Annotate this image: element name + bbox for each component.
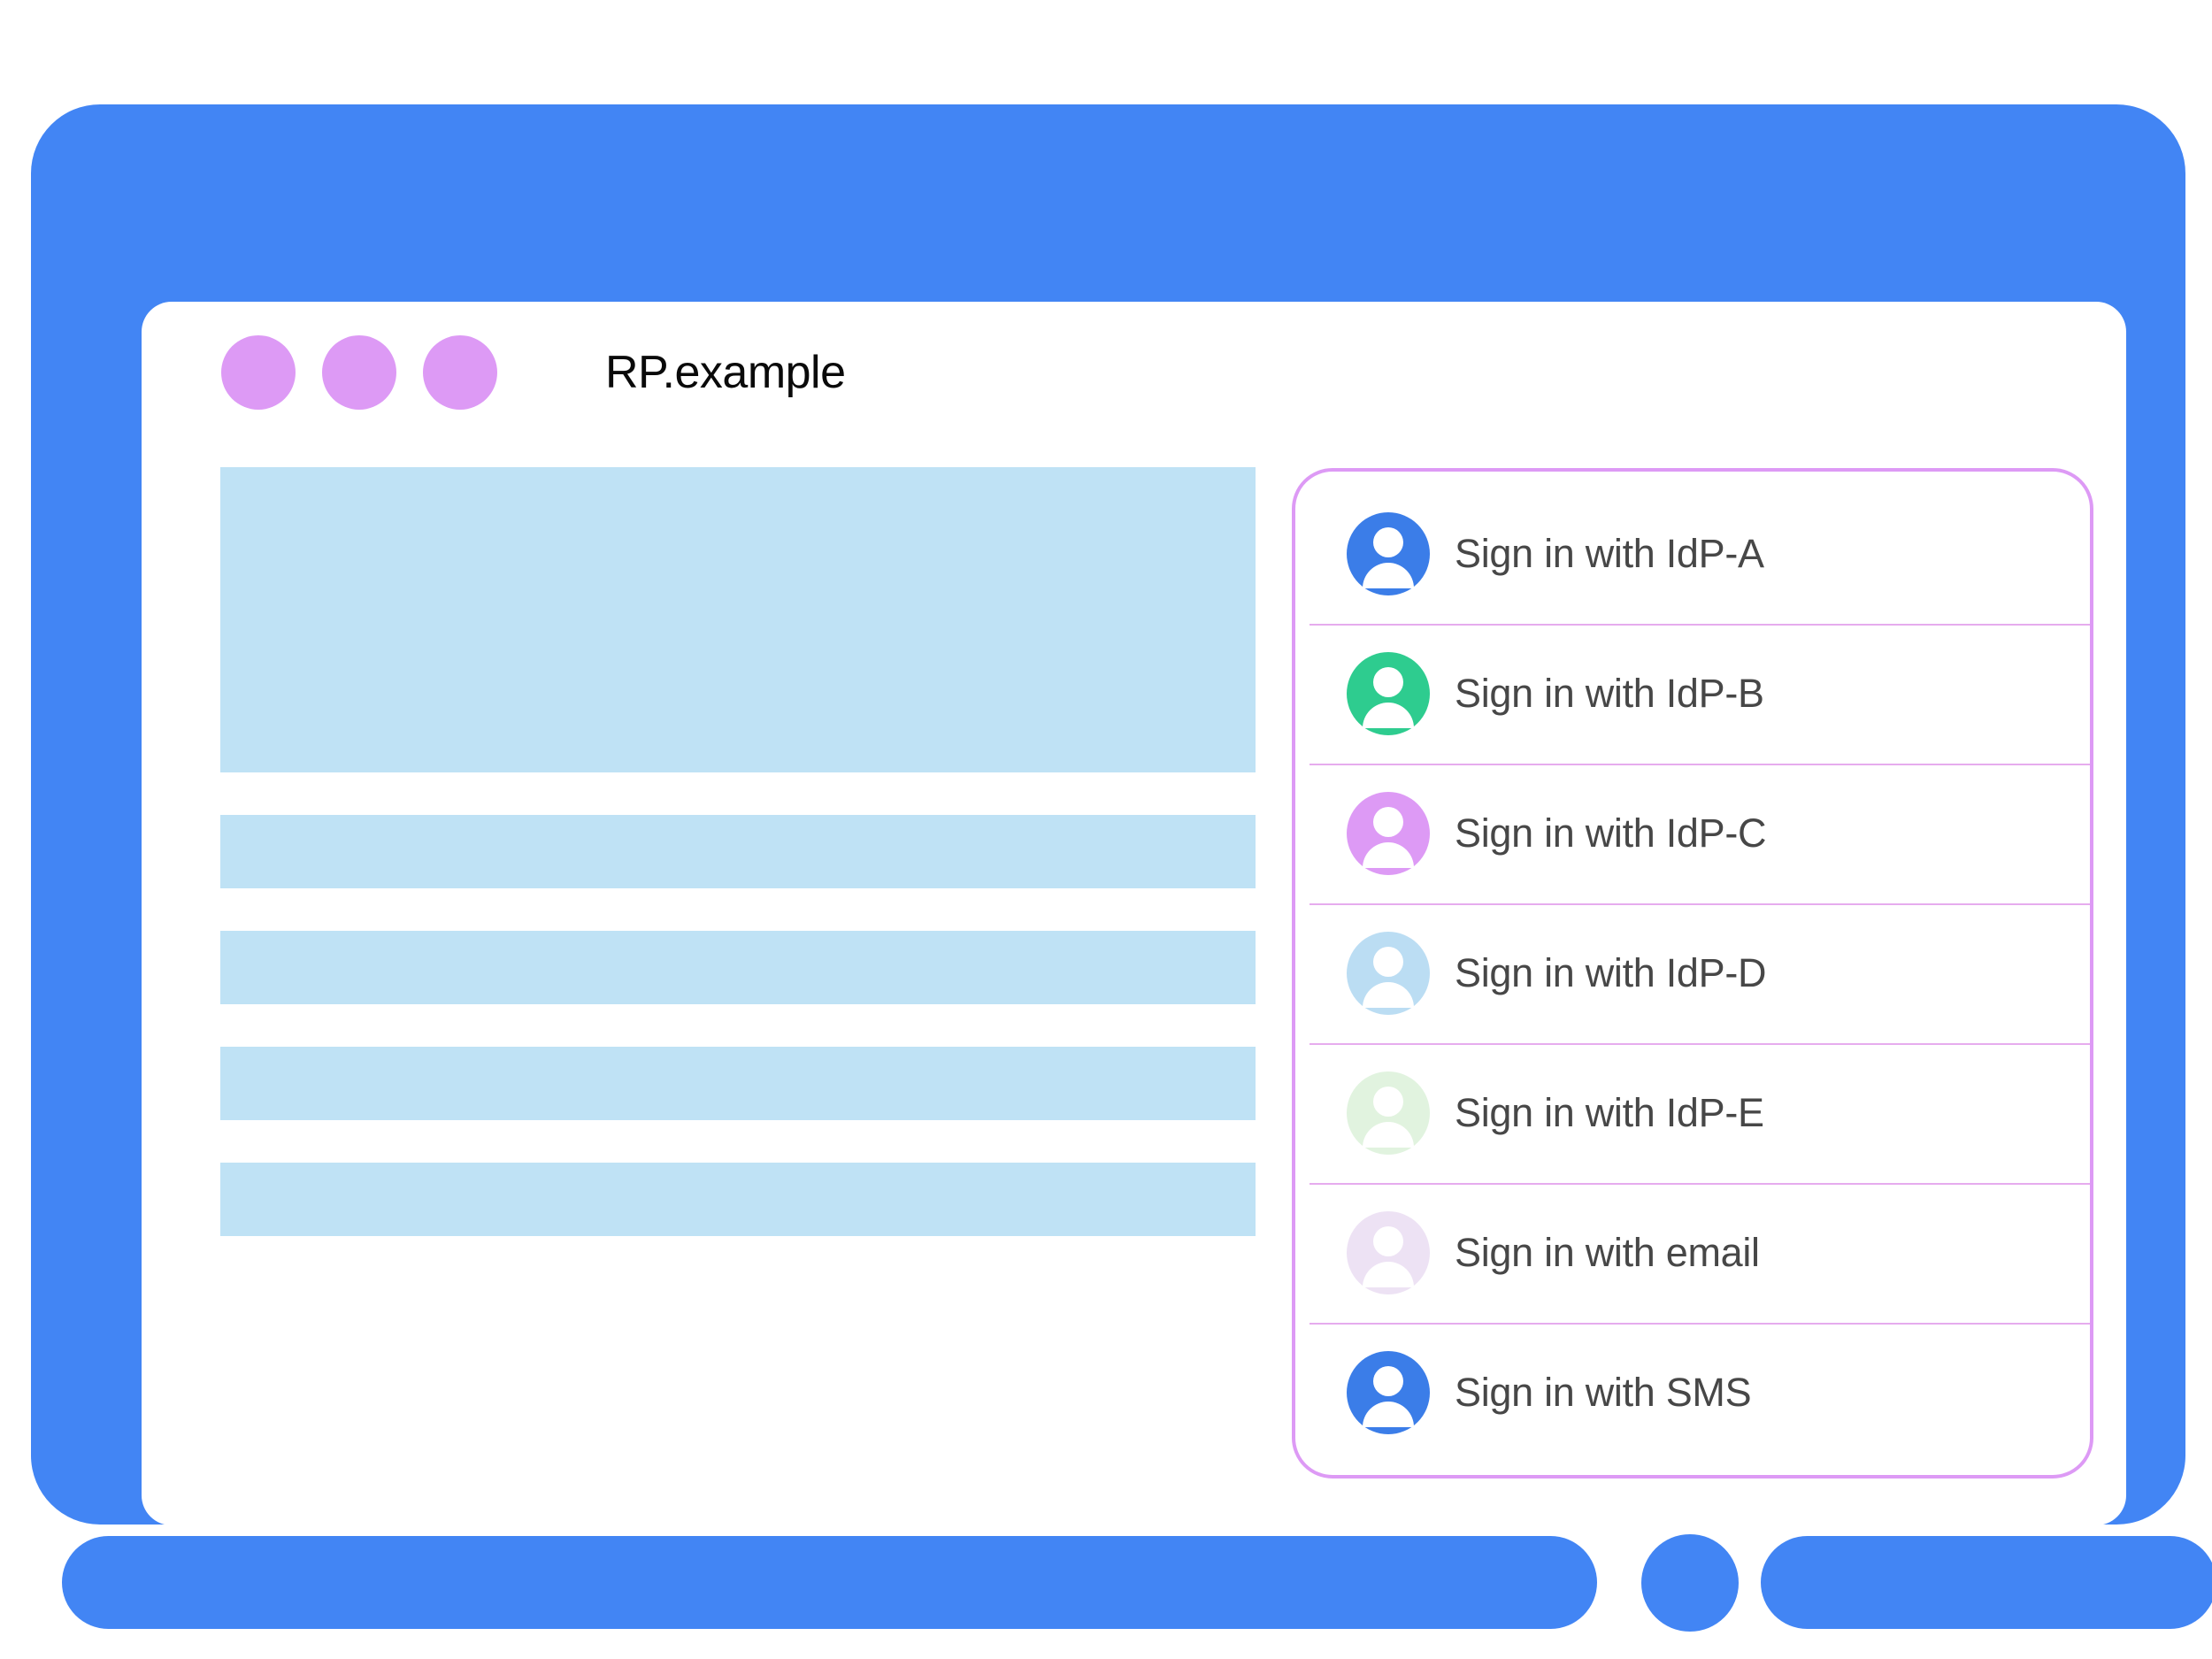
- avatar-body: [1363, 1402, 1414, 1427]
- avatar-head: [1373, 807, 1403, 837]
- page-content-placeholders: [220, 467, 1256, 1236]
- placeholder-text-line-4: [220, 1163, 1256, 1236]
- account-row[interactable]: Sign in with IdP-D: [1295, 903, 2090, 1043]
- account-label: Sign in with IdP-A: [1455, 531, 1764, 576]
- placeholder-text-line-2: [220, 931, 1256, 1004]
- bezel-bar-left: [62, 1536, 1597, 1629]
- avatar-body: [1363, 1122, 1414, 1148]
- page-title: RP.example: [605, 347, 846, 398]
- window-controls: [221, 335, 497, 410]
- account-label: Sign in with IdP-E: [1455, 1090, 1764, 1135]
- avatar-body: [1363, 1262, 1414, 1287]
- avatar-head: [1373, 947, 1403, 977]
- window-dot-maximize[interactable]: [423, 335, 497, 410]
- account-label: Sign in with SMS: [1455, 1370, 1752, 1415]
- account-avatar-icon: [1347, 652, 1430, 735]
- avatar-head: [1373, 1366, 1403, 1396]
- account-row[interactable]: Sign in with email: [1295, 1183, 2090, 1323]
- placeholder-text-line-3: [220, 1047, 1256, 1120]
- browser-title-bar: RP.example: [142, 302, 2126, 443]
- account-row[interactable]: Sign in with IdP-C: [1295, 764, 2090, 903]
- account-avatar-icon: [1347, 512, 1430, 595]
- account-label: Sign in with IdP-C: [1455, 810, 1767, 856]
- window-dot-close[interactable]: [221, 335, 296, 410]
- account-avatar-icon: [1347, 1211, 1430, 1294]
- account-row[interactable]: Sign in with IdP-B: [1295, 624, 2090, 764]
- avatar-head: [1373, 527, 1403, 557]
- account-label: Sign in with IdP-B: [1455, 671, 1764, 716]
- account-row[interactable]: Sign in with IdP-A: [1295, 484, 2090, 624]
- window-dot-minimize[interactable]: [322, 335, 396, 410]
- account-label: Sign in with IdP-D: [1455, 950, 1767, 995]
- account-row[interactable]: Sign in with IdP-E: [1295, 1043, 2090, 1183]
- account-avatar-icon: [1347, 1071, 1430, 1155]
- avatar-body: [1363, 563, 1414, 588]
- bezel-bar-right: [1761, 1536, 2212, 1629]
- account-avatar-icon: [1347, 1351, 1430, 1434]
- avatar-body: [1363, 842, 1414, 868]
- placeholder-text-line-1: [220, 815, 1256, 888]
- home-button[interactable]: [1641, 1534, 1739, 1632]
- avatar-body: [1363, 982, 1414, 1008]
- placeholder-hero-block: [220, 467, 1256, 772]
- avatar-head: [1373, 667, 1403, 697]
- account-label: Sign in with email: [1455, 1230, 1760, 1275]
- avatar-body: [1363, 703, 1414, 728]
- account-avatar-icon: [1347, 932, 1430, 1015]
- avatar-head: [1373, 1087, 1403, 1117]
- account-row[interactable]: Sign in with SMS: [1295, 1323, 2090, 1463]
- account-avatar-icon: [1347, 792, 1430, 875]
- avatar-head: [1373, 1226, 1403, 1256]
- account-chooser-panel: Sign in with IdP-A Sign in with IdP-B Sign…: [1292, 468, 2093, 1479]
